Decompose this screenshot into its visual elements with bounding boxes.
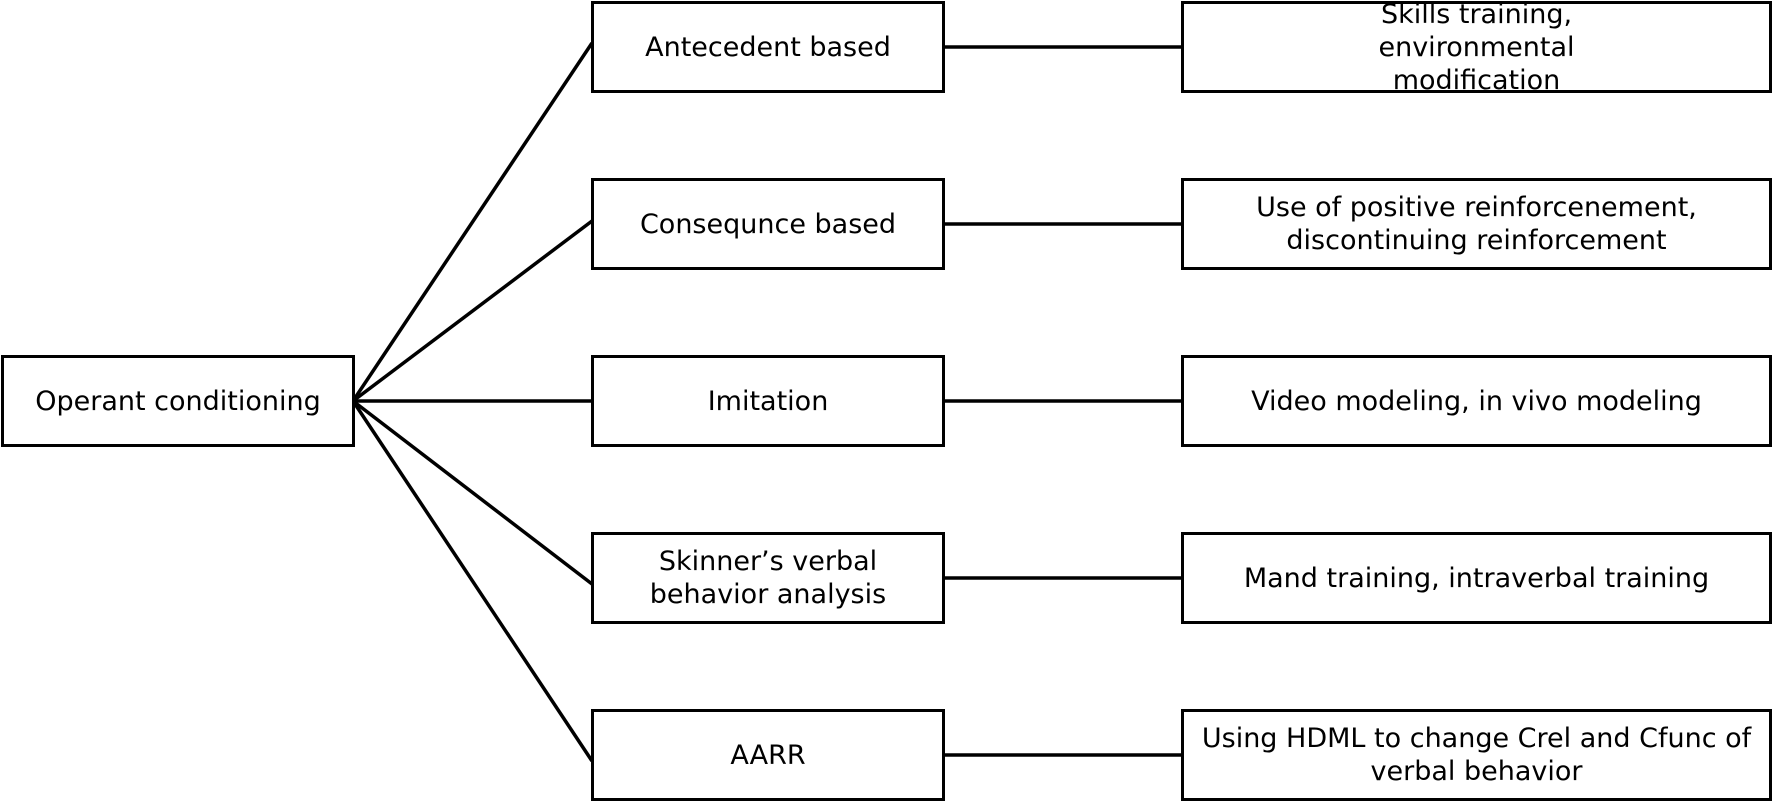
detail-box-text: Use of positive reinforcenement, discont…	[1256, 192, 1697, 256]
detail-box-antecedent-based: Skills training, environmental modificat…	[1181, 0, 1772, 96]
detail-box-imitation: Video modeling, in vivo modeling	[1181, 355, 1772, 447]
detail-box-consequence-based: Use of positive reinforcenement, discont…	[1181, 178, 1772, 270]
connector-root-to-verbal-behavior	[351, 399, 594, 586]
detail-box-text: Mand training, intraverbal training	[1243, 562, 1710, 594]
branch-node-label: Skinner’s verbal behavior analysis	[649, 546, 887, 610]
detail-box-aarr: Using HDML to change Crel and Cfunc of v…	[1181, 709, 1772, 801]
branch-node-label: AARR	[730, 739, 806, 771]
connector-root-to-antecedent	[351, 42, 594, 402]
detail-box-text: Video modeling, in vivo modeling	[1251, 385, 1702, 417]
detail-box-text: Skills training, environmental modificat…	[1378, 0, 1575, 96]
detail-box-text: Using HDML to change Crel and Cfunc of v…	[1201, 723, 1752, 787]
branch-node-label: Consequnce based	[639, 208, 897, 240]
connector-root-to-aarr	[351, 400, 594, 762]
connector-root-to-consequence	[351, 219, 594, 403]
branch-node-label: Imitation	[707, 385, 829, 417]
root-node-operant-conditioning: Operant conditioning	[1, 355, 355, 447]
branch-node-antecedent-based: Antecedent based	[591, 1, 945, 93]
branch-node-label: Antecedent based	[645, 31, 891, 63]
root-node-label: Operant conditioning	[35, 385, 321, 417]
branch-node-consequence-based: Consequnce based	[591, 178, 945, 270]
detail-box-verbal-behavior-analysis: Mand training, intraverbal training	[1181, 532, 1772, 624]
branch-node-verbal-behavior-analysis: Skinner’s verbal behavior analysis	[591, 532, 945, 624]
branch-node-aarr: AARR	[591, 709, 945, 801]
branch-node-imitation: Imitation	[591, 355, 945, 447]
